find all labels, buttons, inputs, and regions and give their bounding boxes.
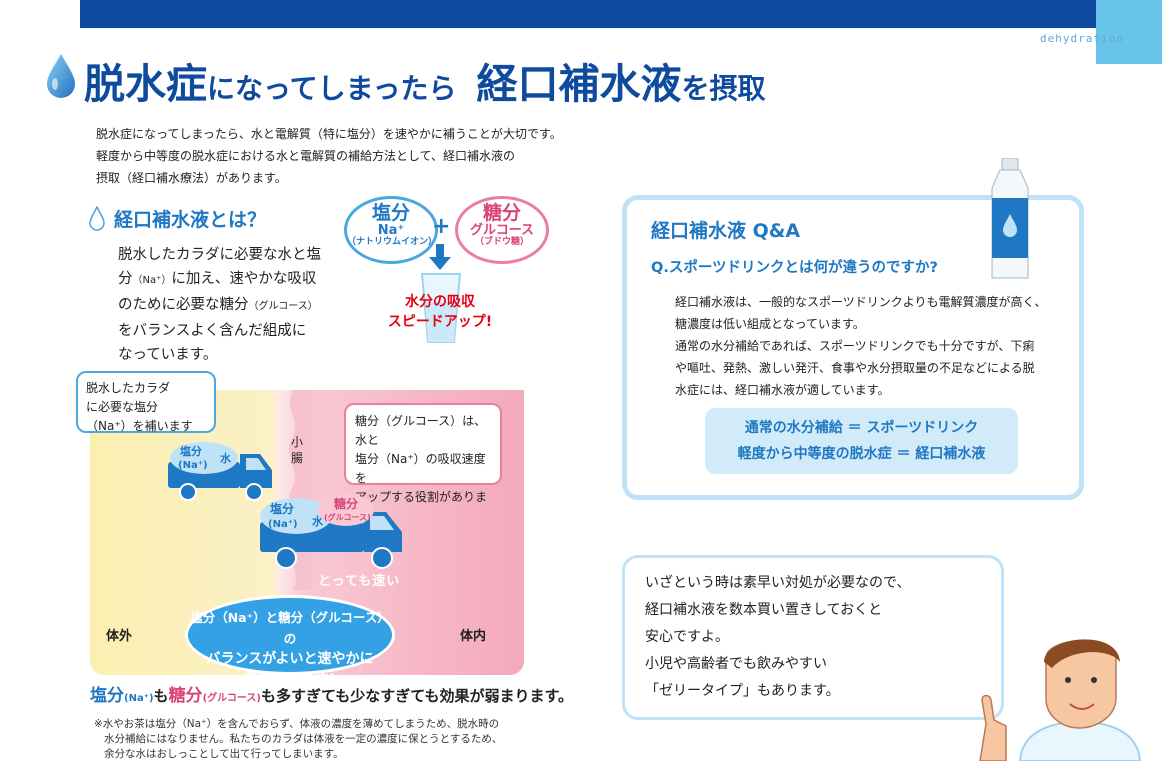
callout-sugar: 糖分（グルコース）は、水と 塩分（Na⁺）の吸収速度を アップする役割があります <box>344 403 502 523</box>
sugar-sub2: （ブドウ糖） <box>474 237 529 248</box>
answer-line: や嘔吐、発熱、激しい発汗、食事や水分摂取量の不足などによる脱 <box>675 361 1035 375</box>
balance-mo: も <box>153 687 169 705</box>
definition-line: のために必要な糖分 <box>118 297 249 313</box>
corner-block <box>1096 0 1162 64</box>
intro-text: 脱水症になってしまったら、水と電解質（特に塩分）を速やかに補うことが大切です。 … <box>96 123 566 189</box>
callout-line: 脱水したカラダ <box>86 381 171 395</box>
bottle-icon <box>991 158 1029 279</box>
answer-line: 水症には、経口補水液が適しています。 <box>675 383 890 397</box>
title-part3: 経口補水液 <box>476 60 682 108</box>
advice-line: いざという時は素早い対処が必要なので、 <box>645 575 911 591</box>
plus-sign: + <box>432 214 451 239</box>
footnote: ※水やお茶は塩分（Na⁺）を含んでおらず、体液の濃度を薄めてしまうため、脱水時の… <box>94 717 534 762</box>
footnote-line: 余分な水はおしっことして出て行ってしまいます。 <box>104 748 344 760</box>
intestine-label: 小腸 <box>291 435 304 465</box>
oval-line: 塩分（Na⁺）と糖分（グルコース）の <box>190 610 390 646</box>
advice-line: 安心ですよ。 <box>645 629 729 645</box>
truck2-na: (Na⁺) <box>268 519 298 530</box>
title-part2: になってしまったら <box>207 72 457 105</box>
balance-na: (Na⁺) <box>124 693 154 704</box>
advice-text: いざという時は素早い対処が必要なので、 経口補水液を数本買い置きしておくと 安心… <box>645 570 995 705</box>
summary-line: 軽度から中等度の脱水症 ＝ 経口補水液 <box>737 446 986 462</box>
truck1-na: (Na⁺) <box>178 460 208 471</box>
sugar-circle: 糖分 グルコース （ブドウ糖） <box>455 196 549 264</box>
definition-heading: 経口補水液とは？ <box>114 209 267 231</box>
title-part4: を摂取 <box>681 72 766 105</box>
dehydration-tag: dehydration <box>1040 32 1124 45</box>
definition-body: 脱水したカラダに必要な水と塩 分（Na⁺）に加え、速やかな吸収 のために必要な糖… <box>118 243 348 367</box>
glucose-note: （グルコース） <box>248 301 318 312</box>
salt-sub1: Na⁺ <box>377 222 405 238</box>
qa-question: Q.スポーツドリンクとは何が違うのですか? <box>651 260 938 276</box>
callout-salt: 脱水したカラダ に必要な塩分 （Na⁺）を補います <box>76 371 216 433</box>
salt-circle: 塩分 Na⁺ （ナトリウムイオン） <box>344 196 438 264</box>
qa-summary: 通常の水分補給 ＝ スポーツドリンク 軽度から中等度の脱水症 ＝ 経口補水液 <box>705 408 1018 474</box>
answer-line: 糖濃度は低い組成となっています。 <box>675 317 865 331</box>
truck1-water: 水 <box>220 451 232 465</box>
na-note: （Na⁺） <box>132 275 172 286</box>
truck2-water: 水 <box>312 514 324 528</box>
truck-slow-icon: 塩分 (Na⁺) 水 <box>168 442 272 501</box>
qa-title: 経口補水液 Q&A <box>651 220 801 242</box>
answer-line: 通常の水分補給であれば、スポーツドリンクでも十分ですが、下痢 <box>675 339 1035 353</box>
definition-line: をバランスよく含んだ組成に <box>118 323 307 339</box>
fast-label: とっても速い <box>318 574 401 589</box>
doctor-illustration <box>979 639 1142 761</box>
advice-line: 小児や高齢者でも飲みやすい <box>645 656 827 672</box>
definition-line: に加え、速やかな吸収 <box>171 271 317 287</box>
footnote-line: ※水やお茶は塩分（Na⁺）を含んでおらず、体液の濃度を薄めてしまうため、脱水時の <box>94 718 500 730</box>
sugar-title: 糖分 <box>482 202 521 224</box>
truck2-salt: 塩分 <box>270 501 294 516</box>
balance-glucose: (グルコース) <box>202 693 262 704</box>
sugar-sub1: グルコース <box>469 222 535 238</box>
footnote-line: 水分補給にはなりません。私たちのカラダは体液を一定の濃度に保とうとするため、 <box>104 733 503 745</box>
definition-line: なっています。 <box>118 347 218 363</box>
speed-up-text: 水分の吸収 スピードアップ! <box>380 292 500 332</box>
balance-oval: 塩分（Na⁺）と糖分（グルコース）の バランスがよいと速やかに 吸収できます! <box>185 595 395 688</box>
outside-body-label: 体外 <box>106 629 133 644</box>
truck-fast-icon: 塩分 (Na⁺) 水 糖分 (グルコース) <box>260 494 402 569</box>
balance-statement: 塩分(Na⁺)も糖分(グルコース)も多すぎても少なすぎても効果が弱まります。 <box>90 681 573 706</box>
down-arrow-icon <box>429 244 451 270</box>
balance-sugar: 糖分 <box>168 686 203 706</box>
inside-body-label: 体内 <box>460 629 487 644</box>
salt-title: 塩分 <box>371 202 410 224</box>
oval-line: バランスがよいと速やかに <box>206 651 374 667</box>
balance-rest: も多すぎても少なすぎても効果が弱まります。 <box>261 687 574 705</box>
speed-line: 水分の吸収 <box>405 294 475 310</box>
speed-line: スピードアップ! <box>387 314 493 330</box>
salt-sub2: （ナトリウムイオン） <box>347 237 438 248</box>
advice-bubble <box>622 555 1004 720</box>
truck2-glucose: (グルコース) <box>324 512 371 522</box>
definition-line: 分 <box>118 271 133 287</box>
qa-answer: 経口補水液は、一般的なスポーツドリンクよりも電解質濃度が高く、 糖濃度は低い組成… <box>675 291 1067 401</box>
top-bar <box>80 0 1100 28</box>
definition-line: 脱水したカラダに必要な水と塩 <box>118 247 321 263</box>
intro-line: 軽度から中等度の脱水症における水と電解質の補給方法として、経口補水液の <box>96 149 516 163</box>
callout-line: （Na⁺）を補います <box>86 419 193 433</box>
intro-line: 摂取（経口補水療法）があります。 <box>96 171 287 185</box>
truck1-salt: 塩分 <box>180 444 202 458</box>
advice-line: 経口補水液を数本買い置きしておくと <box>645 602 883 618</box>
drop-outline-icon <box>89 206 105 231</box>
callout-line: 塩分（Na⁺）の吸収速度を <box>355 452 486 485</box>
intro-line: 脱水症になってしまったら、水と電解質（特に塩分）を速やかに補うことが大切です。 <box>96 127 562 141</box>
balance-salt: 塩分 <box>90 686 124 706</box>
page-title: 脱水症になってしまったら経口補水液を摂取 <box>84 50 766 110</box>
title-part1: 脱水症 <box>84 60 207 108</box>
advice-line: 「ゼリータイプ」もあります。 <box>645 683 840 699</box>
oval-line: 吸収できます! <box>244 672 336 688</box>
glass-cup-icon <box>420 273 462 343</box>
callout-line: 糖分（グルコース）は、水と <box>355 414 487 447</box>
callout-line: に必要な塩分 <box>86 400 159 414</box>
answer-line: 経口補水液は、一般的なスポーツドリンクよりも電解質濃度が高く、 <box>675 295 1047 309</box>
water-drop-icon <box>47 54 75 98</box>
summary-line: 通常の水分補給 ＝ スポーツドリンク <box>744 420 979 436</box>
truck2-sugar: 糖分 <box>334 496 358 511</box>
